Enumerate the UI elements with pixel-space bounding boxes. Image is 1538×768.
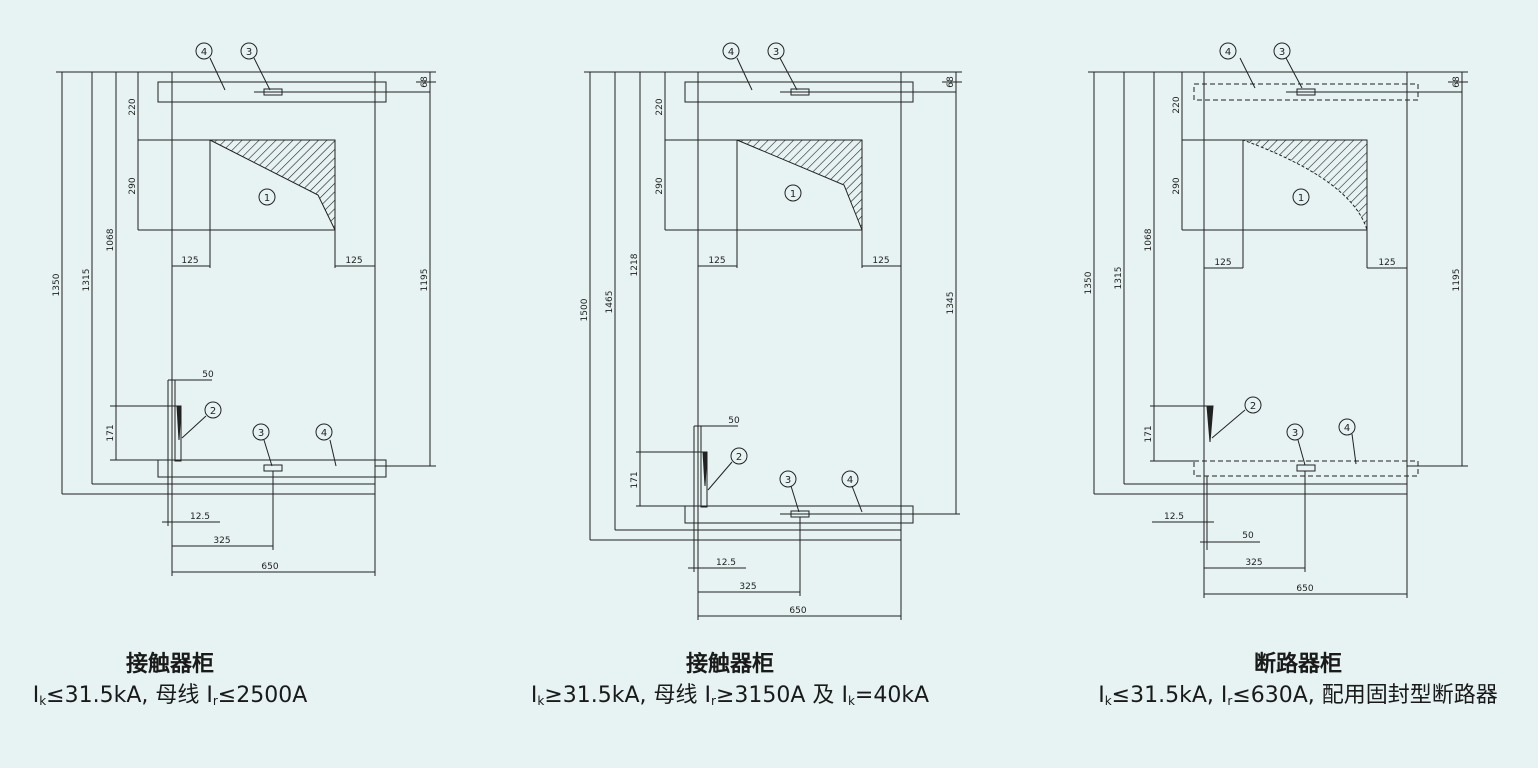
dim-220: 220 [1172,96,1182,113]
panel-2-caption: 接触器柜 Ik≥31.5kA, 母线 Ir≥3150A 及 Ik=40kA [490,650,970,717]
dim-290: 290 [128,177,138,194]
dim-125-left: 125 [1214,258,1231,268]
dim-220: 220 [128,98,138,115]
panel-1-caption: 接触器柜 Ik≤31.5kA, 母线 Ir≤2500A [20,650,320,717]
panel-3-subtitle: Ik≤31.5kA, Ir≤630A, 配用固封型断路器 [1098,683,1498,708]
bottom-busbar-connector [1296,464,1316,472]
dim-1350: 1350 [1084,271,1094,294]
dim-12-5: 12.5 [716,558,736,568]
dim-125-left: 125 [181,256,198,266]
bottom-busbar [157,459,387,478]
dim-125-right: 125 [345,256,362,266]
dim-125-right: 125 [872,256,889,266]
dim-125-left: 125 [708,256,725,266]
dim-650: 650 [1296,584,1313,594]
panel-3-labels: 4 3 1 2 3 4 1350 1315 1068 220 290 171 1… [1084,47,1462,594]
dim-1465: 1465 [605,291,615,314]
marker-4: 4 [847,475,853,486]
dim-220: 220 [655,98,665,115]
dim-1195: 1195 [420,269,430,292]
dim-68: 68 [946,76,956,88]
panel-2-title: 接触器柜 [685,652,774,677]
dim-68: 68 [420,76,430,88]
dim-50: 50 [202,370,214,380]
marker-3: 3 [246,47,252,58]
marker-4: 4 [201,47,207,58]
dim-50: 50 [1242,531,1254,541]
dim-1500: 1500 [580,298,590,321]
dim-171: 171 [630,471,640,488]
dim-650: 650 [261,562,278,572]
marker-3: 3 [773,47,779,58]
dim-325: 325 [1245,558,1262,568]
marker-3: 3 [1279,47,1285,58]
dim-1350: 1350 [52,273,62,296]
small-part [1206,405,1214,443]
marker-4: 4 [1344,423,1350,434]
marker-3: 3 [785,475,791,486]
dim-1195: 1195 [1452,269,1462,292]
dim-1315: 1315 [82,269,92,292]
marker-4: 4 [728,47,734,58]
bottom-busbar-connector [263,464,283,472]
dim-1068: 1068 [1144,228,1154,251]
hatched-area [209,139,336,231]
panel-2-subtitle: Ik≥31.5kA, 母线 Ir≥3150A 及 Ik=40kA [530,683,930,708]
marker-2: 2 [210,406,216,417]
panel-1-labels: 4 3 1 2 3 4 1350 1315 1068 220 290 171 1… [52,47,430,572]
marker-4: 4 [321,428,327,439]
panel-3-caption: 断路器柜 Ik≤31.5kA, Ir≤630A, 配用固封型断路器 [1060,650,1536,717]
marker-2: 2 [1250,401,1256,412]
dim-1345: 1345 [946,292,956,315]
dim-50: 50 [728,416,740,426]
marker-1: 1 [1298,193,1304,204]
dim-1218: 1218 [630,253,640,276]
bottom-busbar [1193,460,1419,477]
marker-1: 1 [264,193,270,204]
panel-2-labels: 4 3 1 2 3 4 1500 1465 1218 220 290 171 1… [580,47,956,616]
marker-2: 2 [736,452,742,463]
dim-12-5: 12.5 [190,512,210,522]
marker-3: 3 [1292,428,1298,439]
dim-325: 325 [739,582,756,592]
cabinet-outline [1203,71,1408,495]
dim-290: 290 [1172,177,1182,194]
dim-1068: 1068 [106,228,116,251]
cabinet-outline [171,71,376,495]
dim-12-5: 12.5 [1164,512,1184,522]
dim-325: 325 [213,536,230,546]
hatched-area [736,139,863,231]
panel-2-drawing [584,42,962,620]
marker-3: 3 [258,428,264,439]
panel-1-subtitle: Ik≤31.5kA, 母线 Ir≤2500A [32,683,308,708]
dim-650: 650 [789,606,806,616]
dim-171: 171 [1144,425,1154,442]
dim-171: 171 [106,424,116,441]
panel-1-title: 接触器柜 [125,652,214,677]
hatched-area [1242,139,1368,231]
dim-290: 290 [655,177,665,194]
panel-3-drawing [1088,42,1468,598]
marker-1: 1 [790,189,796,200]
marker-4: 4 [1225,47,1231,58]
panel-1-drawing [56,42,436,576]
dim-125-right: 125 [1378,258,1395,268]
dim-68: 68 [1452,76,1462,88]
dim-1315: 1315 [1114,267,1124,290]
panel-3-title: 断路器柜 [1253,652,1342,677]
